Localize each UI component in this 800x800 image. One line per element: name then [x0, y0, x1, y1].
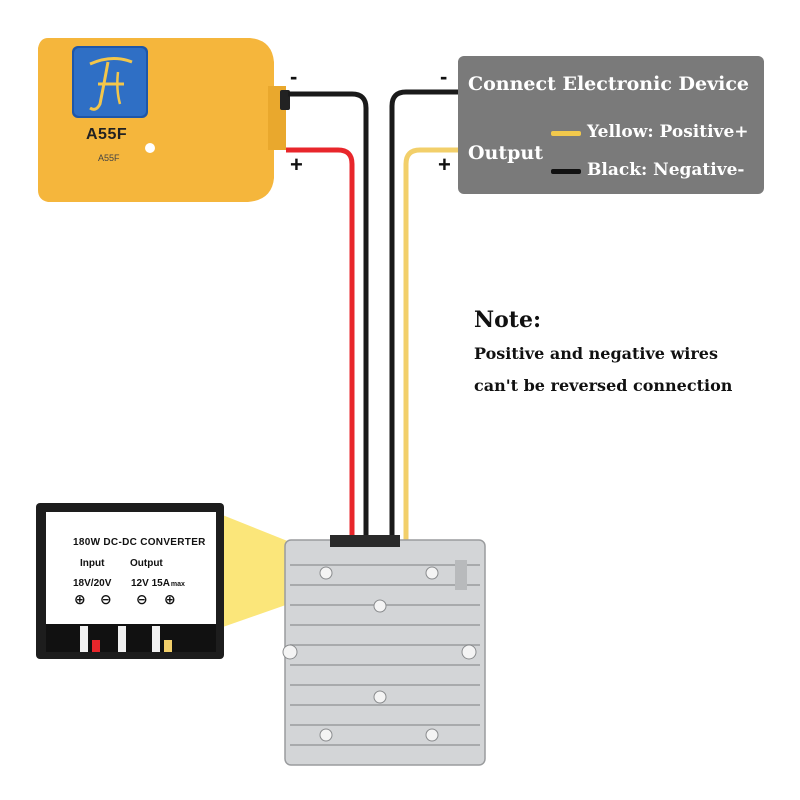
device-positive-marker: + — [438, 152, 451, 177]
input-negative-wire — [288, 91, 369, 540]
legend-black-text: Black: Negative- — [587, 160, 745, 180]
battery-hole-icon — [145, 143, 155, 153]
note-line-1: Positive and negative wires — [474, 344, 718, 363]
battery-model-small: A55F — [98, 153, 120, 163]
output-label: Output — [468, 142, 544, 164]
output-negative-symbol-icon: ⊖ — [136, 592, 148, 608]
output-positive-symbol-icon: ⊕ — [164, 592, 176, 608]
label-highlight — [220, 514, 300, 628]
converter-label-input: Input — [80, 558, 105, 569]
battery-positive-marker: + — [290, 152, 303, 177]
output-negative-wire — [389, 89, 458, 540]
note-line-2: can't be reversed connection — [474, 376, 733, 395]
note-title: Note: — [474, 307, 542, 333]
legend-yellow-swatch — [551, 131, 581, 136]
battery-pack — [38, 38, 290, 202]
converter-label-panel — [36, 503, 224, 659]
output-positive-wire — [403, 147, 458, 540]
converter-label-title: 180W DC-DC CONVERTER — [73, 537, 206, 548]
battery-model: A55F — [86, 126, 128, 143]
legend-black-swatch — [551, 169, 581, 174]
dc-dc-converter — [282, 535, 486, 766]
device-title: Connect Electronic Device — [468, 73, 749, 95]
input-positive-wire — [286, 147, 355, 540]
brand-logo-icon — [72, 46, 148, 118]
converter-label-output: Output — [130, 558, 163, 569]
input-negative-symbol-icon: ⊖ — [100, 592, 112, 608]
converter-output-spec: 12V 15Amax — [131, 578, 185, 589]
converter-input-spec: 18V/20V — [73, 578, 112, 589]
battery-negative-marker: - — [290, 64, 298, 89]
input-positive-symbol-icon: ⊕ — [74, 592, 86, 608]
device-negative-marker: - — [440, 64, 448, 89]
legend-yellow-text: Yellow: Positive+ — [587, 122, 749, 142]
device-info-box — [458, 56, 764, 194]
